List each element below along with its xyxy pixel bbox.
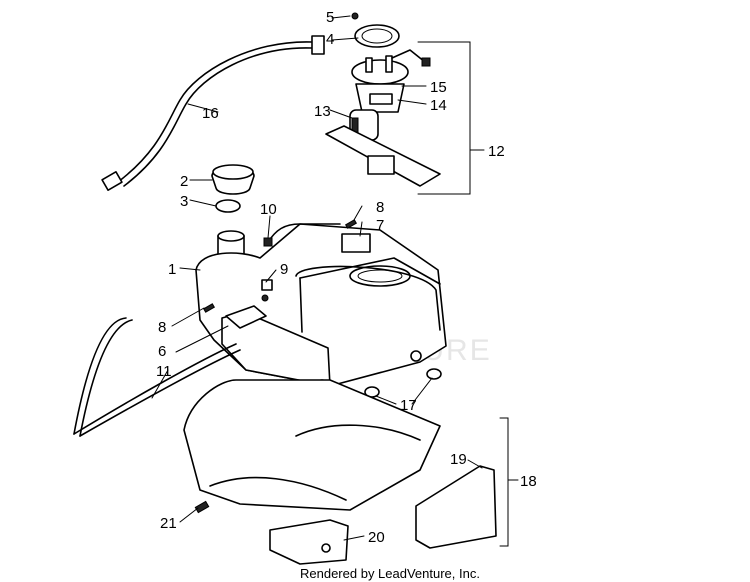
tank-shield-18 bbox=[183, 379, 441, 511]
callout-14: 14 bbox=[430, 97, 447, 114]
callout-12: 12 bbox=[488, 143, 505, 160]
fuel-cap-2 bbox=[211, 164, 255, 195]
callout-21: 21 bbox=[160, 515, 177, 532]
callout-7: 7 bbox=[376, 217, 384, 234]
gasket-4 bbox=[354, 24, 400, 48]
bolt-8-lower bbox=[202, 303, 216, 313]
bracket-7 bbox=[341, 233, 371, 253]
callout-18: 18 bbox=[520, 473, 537, 490]
side-panel-19 bbox=[415, 465, 497, 549]
guard-20 bbox=[269, 519, 349, 565]
leader-lines bbox=[151, 15, 519, 541]
bracket-6 bbox=[225, 305, 267, 329]
callout-11: 11 bbox=[156, 363, 172, 380]
callout-8-lower: 8 bbox=[158, 319, 166, 336]
callout-1: 1 bbox=[168, 261, 176, 278]
vent-hose-16 bbox=[101, 35, 325, 191]
screw-21 bbox=[194, 500, 210, 514]
callout-3: 3 bbox=[180, 193, 188, 210]
callout-19: 19 bbox=[450, 451, 467, 468]
callout-13: 13 bbox=[314, 103, 331, 120]
callout-17: 17 bbox=[400, 397, 417, 414]
callout-6: 6 bbox=[158, 343, 166, 360]
fuel-pump-assembly bbox=[325, 12, 471, 195]
callout-16: 16 bbox=[202, 105, 219, 122]
grommets-17 bbox=[364, 368, 442, 398]
fuel-tank-1 bbox=[195, 223, 447, 393]
clip-9 bbox=[261, 279, 273, 302]
callout-10: 10 bbox=[260, 201, 277, 218]
callouts: 5 4 15 14 13 12 16 2 3 10 8 7 9 1 8 6 11… bbox=[156, 9, 537, 546]
footer-credit: Rendered by LeadVenture, Inc. bbox=[300, 566, 480, 581]
callout-4: 4 bbox=[326, 31, 334, 48]
cap-seal-3 bbox=[215, 199, 241, 213]
callout-15: 15 bbox=[430, 79, 447, 96]
callout-5: 5 bbox=[326, 9, 334, 26]
hose-11 bbox=[73, 265, 441, 437]
callout-2: 2 bbox=[180, 173, 188, 190]
callout-9: 9 bbox=[280, 261, 288, 278]
callout-8-upper: 8 bbox=[376, 199, 384, 216]
bracket-18 bbox=[499, 417, 509, 547]
bolt-8-upper bbox=[344, 219, 358, 229]
screw-5 bbox=[351, 12, 359, 20]
callout-20: 20 bbox=[368, 529, 385, 546]
